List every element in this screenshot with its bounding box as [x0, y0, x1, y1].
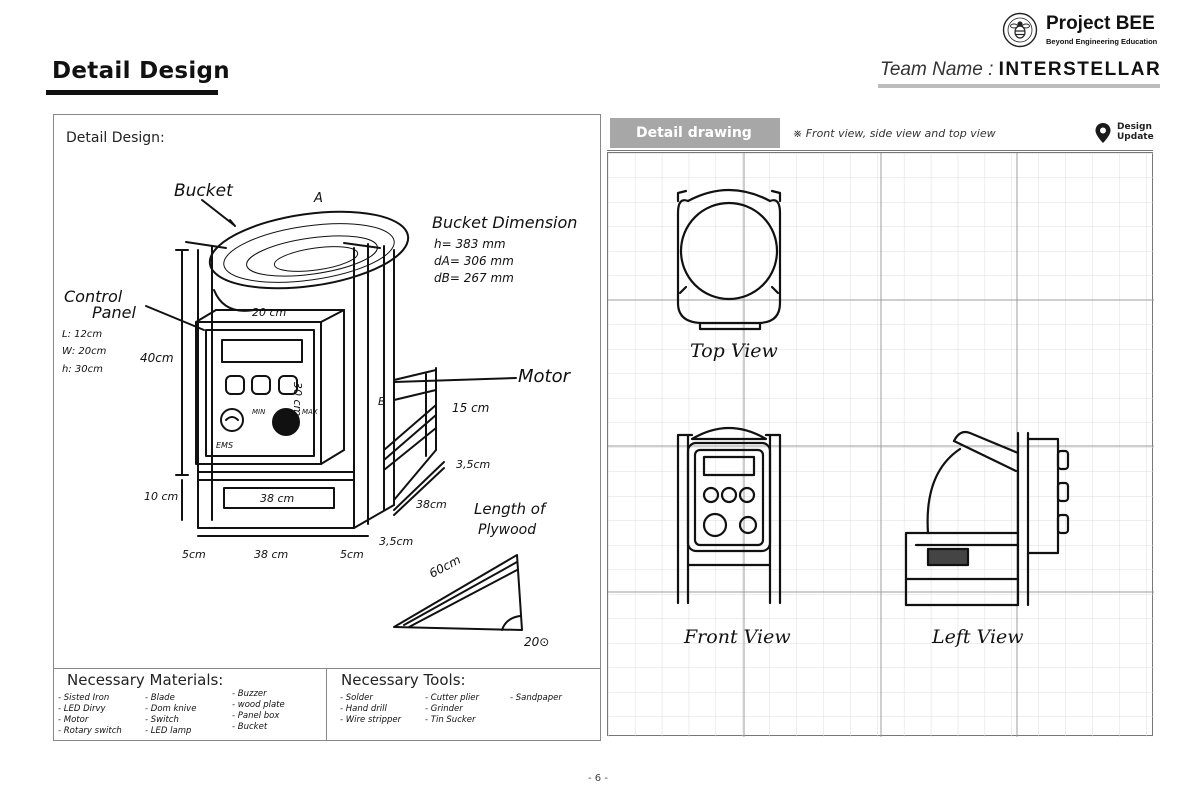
detail-design-heading: Detail Design:: [66, 130, 165, 146]
team-underline: [878, 84, 1160, 88]
label-dim-38cm-depth: 38cm: [416, 498, 447, 511]
material-item: - Panel box: [232, 711, 280, 721]
material-item: - wood plate: [232, 700, 285, 710]
tools-title: Necessary Tools:: [341, 671, 466, 689]
materials-title: Necessary Materials:: [67, 671, 224, 689]
page-title: Detail Design: [52, 58, 230, 84]
machine-sketch: Bucket A Bucket Dimension h= 383 mm dA= …: [62, 181, 577, 649]
label-dim-20cm: 20 cm: [252, 306, 286, 319]
team-label: Team Name :: [880, 59, 994, 80]
label-dim-10cm: 10 cm: [144, 490, 178, 503]
label-dim-15cm: 15 cm: [452, 401, 489, 415]
material-item: - Dom knive: [145, 704, 197, 714]
material-item: - Motor: [58, 715, 89, 725]
label-point-a: A: [313, 191, 323, 206]
label-bucket-da: dA= 306 mm: [434, 254, 514, 268]
materials-col-3: - Buzzer - wood plate - Panel box - Buck…: [232, 689, 322, 733]
logo-tagline: Beyond Engineering Education: [1046, 37, 1158, 46]
label-dim-40cm: 40cm: [140, 351, 174, 365]
tool-item: - Cutter plier: [425, 693, 480, 703]
material-item: - Sisted Iron: [58, 693, 110, 703]
project-bee-logo: Project BEE Beyond Engineering Education: [1002, 12, 1182, 52]
material-item: - Buzzer: [232, 689, 267, 699]
bee-emblem-icon: [1002, 12, 1038, 48]
drawing-grid: Top View Front View Left View: [607, 152, 1154, 737]
logo-name: Project BEE: [1046, 13, 1155, 34]
label-ems: EMS: [216, 441, 233, 450]
detail-drawing-note: ※ Front view, side view and top view: [793, 127, 996, 140]
drawing-header-rule: [607, 150, 1153, 151]
design-update-line-2: Update: [1117, 132, 1154, 142]
tool-item: - Wire stripper: [340, 715, 402, 725]
front-view-drawing: [676, 426, 782, 605]
label-angle: 20⊙: [524, 635, 549, 649]
label-bucket-dim-title: Bucket Dimension: [432, 213, 577, 232]
design-update-label: Design Update: [1117, 122, 1154, 142]
material-item: - Bucket: [232, 722, 268, 732]
top-view-label: Top View: [690, 340, 778, 362]
tool-item: - Grinder: [425, 704, 463, 714]
top-view-drawing: [676, 188, 782, 331]
tools-col-2: - Cutter plier - Grinder - Tin Sucker: [425, 693, 505, 726]
label-bucket: Bucket: [174, 181, 234, 201]
material-item: - Switch: [145, 715, 179, 725]
label-bucket-h: h= 383 mm: [434, 237, 506, 251]
label-panel-l: L: 12cm: [62, 329, 102, 340]
label-knob-max: MAX: [302, 408, 318, 416]
label-dim-5cm-right: 5cm: [340, 548, 364, 561]
label-dim-30cm: 30 cm: [291, 382, 304, 416]
label-dim-38cm-inner: 38 cm: [260, 492, 294, 505]
tools-col-1: - Solder - Hand drill - Wire stripper: [340, 693, 422, 726]
label-dim-5cm-left: 5cm: [182, 548, 206, 561]
label-motor: Motor: [518, 366, 572, 387]
materials-col-2: - Blade - Dom knive - Switch - LED lamp: [145, 693, 227, 737]
tool-item: - Hand drill: [340, 704, 387, 714]
label-plywood-2: Plywood: [478, 522, 536, 538]
material-item: - LED Dirvy: [58, 704, 106, 714]
tool-item: - Solder: [340, 693, 373, 703]
label-dim-38cm-bottom: 38 cm: [254, 548, 288, 561]
team-name: Team Name : INTERSTELLAR: [880, 59, 1162, 81]
material-item: - LED lamp: [145, 726, 192, 736]
drawing-grid-canvas: Top View Front View Left View: [608, 153, 1154, 737]
page-number: - 6 -: [588, 773, 608, 784]
label-control-1: Control: [64, 287, 123, 306]
label-knob-min: MIN: [252, 408, 266, 416]
title-underline: [46, 90, 218, 95]
tools-col-3: - Sandpaper: [510, 693, 590, 704]
material-item: - Rotary switch: [58, 726, 122, 736]
materials-tools-divider: [326, 668, 327, 740]
materials-tools-box: [54, 668, 600, 740]
label-dim-3-5cm-a: 3,5cm: [456, 458, 490, 471]
front-view-label: Front View: [683, 626, 791, 648]
left-view-label: Left View: [931, 626, 1024, 648]
detail-design-panel: [53, 114, 601, 741]
detail-drawing-tab: Detail drawing: [610, 118, 780, 148]
label-plywood-1: Length of: [474, 500, 548, 518]
label-point-b: B: [378, 395, 386, 408]
label-dim-60cm: 60cm: [427, 553, 463, 581]
tool-item: - Tin Sucker: [425, 715, 476, 725]
design-update-line-1: Design: [1117, 122, 1152, 132]
map-pin-icon: [1095, 123, 1111, 143]
label-bucket-db: dB= 267 mm: [434, 271, 514, 285]
material-item: - Blade: [145, 693, 175, 703]
label-panel-w: W: 20cm: [62, 346, 107, 357]
label-control-2: Panel: [92, 303, 136, 322]
materials-col-1: - Sisted Iron - LED Dirvy - Motor - Rota…: [58, 693, 142, 737]
label-dim-3-5cm-b: 3,5cm: [379, 535, 413, 548]
tool-item: - Sandpaper: [510, 693, 562, 703]
label-panel-h: h: 30cm: [62, 364, 103, 375]
left-view-drawing: [904, 430, 1070, 607]
team-value: INTERSTELLAR: [998, 59, 1162, 80]
